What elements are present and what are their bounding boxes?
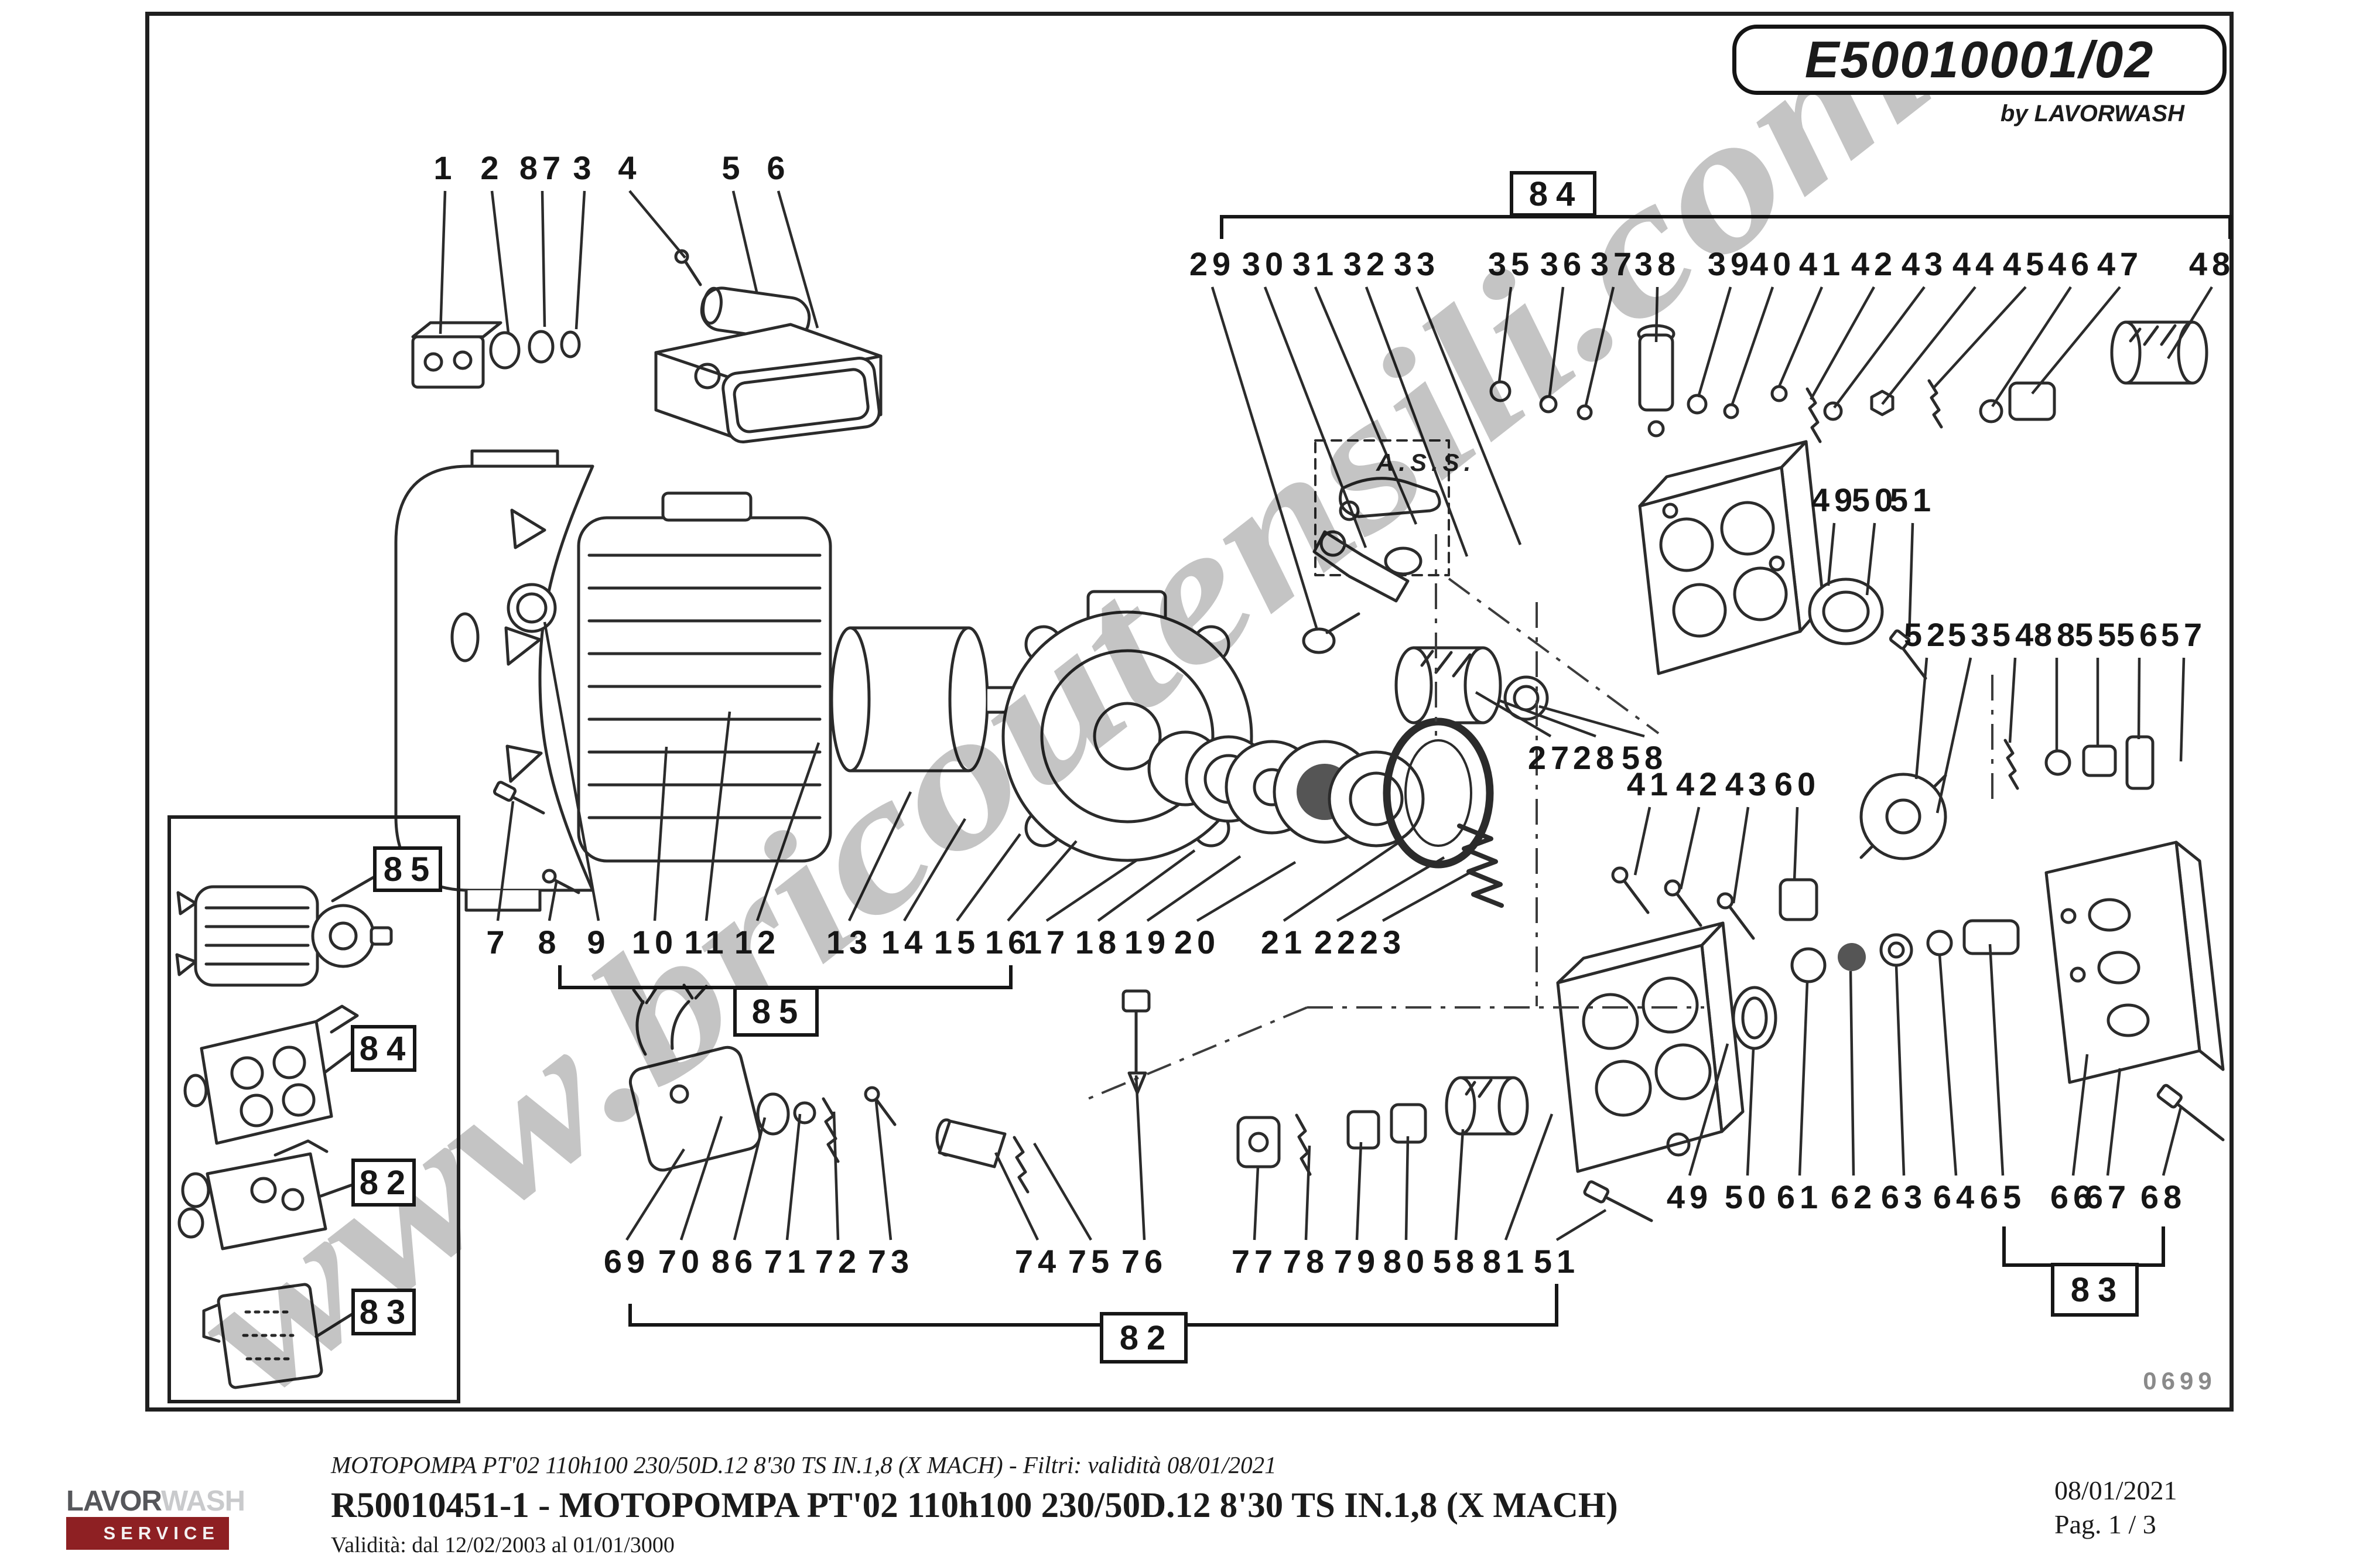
- date-and-page: 08/01/2021 Pag. 1 / 3: [2054, 1474, 2177, 1542]
- title-block: LAVORWASH SERVICE MOTOPOMPA PT'02 110h10…: [0, 1413, 2380, 1565]
- brand-byline: by LAVORWASH: [2000, 101, 2184, 127]
- construction-lines: [1088, 534, 1993, 1100]
- sight-glass: [1808, 578, 1927, 680]
- piston-parts-61-65: [1790, 919, 2020, 983]
- screw-4-part: [674, 249, 702, 286]
- unloader-valve-29: [1302, 612, 1360, 654]
- thumbnail-block-83: [202, 1283, 355, 1389]
- doc-code: E50010001/02: [1804, 30, 2155, 88]
- thumbnail-motor-85: [175, 872, 393, 987]
- logo-secondary-text: WASH: [160, 1485, 245, 1517]
- valve-block-right: [2044, 840, 2225, 1084]
- logo-service-band: SERVICE: [66, 1517, 229, 1550]
- doc-code-box: E50010001/02: [1732, 25, 2227, 95]
- pump-head-lower: [1556, 921, 1745, 1173]
- nozzle-74-75: [935, 1118, 1030, 1194]
- revision-date: 08/01/2021: [2054, 1475, 2177, 1505]
- validity-note: Validità: dal 12/02/2003 al 01/01/3000: [331, 1533, 675, 1557]
- bolt-68-part: [2156, 1084, 2225, 1142]
- logo-band-text: SERVICE: [103, 1523, 220, 1543]
- cover-box-and-gasket: [654, 323, 883, 443]
- thumbnail-pump-84: [183, 1004, 359, 1145]
- lavorwash-service-logo: LAVORWASH SERVICE: [66, 1485, 245, 1550]
- bearing-discs: [1147, 730, 1319, 835]
- stator: [504, 491, 832, 863]
- page-number: Pag. 1 / 3: [2054, 1509, 2156, 1539]
- motor-housing: [394, 449, 594, 912]
- filter-subtitle: MOTOPOMPA PT'02 110h100 230/50D.12 8'30 …: [331, 1451, 1277, 1478]
- spring-23-part: [1457, 823, 1504, 908]
- small-valve-parts-top: [1489, 379, 2056, 443]
- unloader-pin-76: [1121, 989, 1151, 1095]
- oval-seal-49-50: [1732, 986, 1777, 1050]
- bolt-7-part: [493, 781, 545, 815]
- detergent-injector-38: [1637, 324, 1675, 438]
- ass-microswitch-assembly: [1312, 439, 1450, 603]
- sheet-code: 0699: [2143, 1367, 2217, 1395]
- terminal-block: [411, 321, 581, 389]
- ass-label: A.S.S.: [1376, 449, 1475, 476]
- assembly-thumbnails-panel: [167, 815, 460, 1403]
- valve-parts-77-81: [1236, 1076, 1529, 1176]
- seal-ring-9: [507, 583, 557, 633]
- logo-wordmark: LAVORWASH: [66, 1485, 245, 1517]
- bypass-parts-right: [2003, 735, 2155, 790]
- page-title: R50010451-1 - MOTOPOMPA PT'02 110h100 23…: [331, 1486, 1618, 1525]
- leader-lines: [439, 190, 2213, 1241]
- thumbnail-valve-82: [177, 1139, 355, 1250]
- fittings-70-73: [756, 1086, 897, 1163]
- logo-primary-text: LAVOR: [66, 1485, 162, 1517]
- inlet-fitting-27-28: [1394, 646, 1549, 725]
- piston-rings: [1273, 740, 1425, 848]
- bolt-8-part: [542, 869, 580, 894]
- water-inlet-48: [2110, 320, 2208, 385]
- bolts-41-43-60: [1611, 866, 1818, 940]
- pressure-switch-69: [628, 983, 762, 1172]
- document-titles: MOTOPOMPA PT'02 110h100 230/50D.12 8'30 …: [331, 1451, 1618, 1558]
- pump-head-upper: [1638, 440, 1825, 675]
- adjustment-knob-52: [1859, 773, 1947, 860]
- bolt-51-part: [1583, 1180, 1653, 1222]
